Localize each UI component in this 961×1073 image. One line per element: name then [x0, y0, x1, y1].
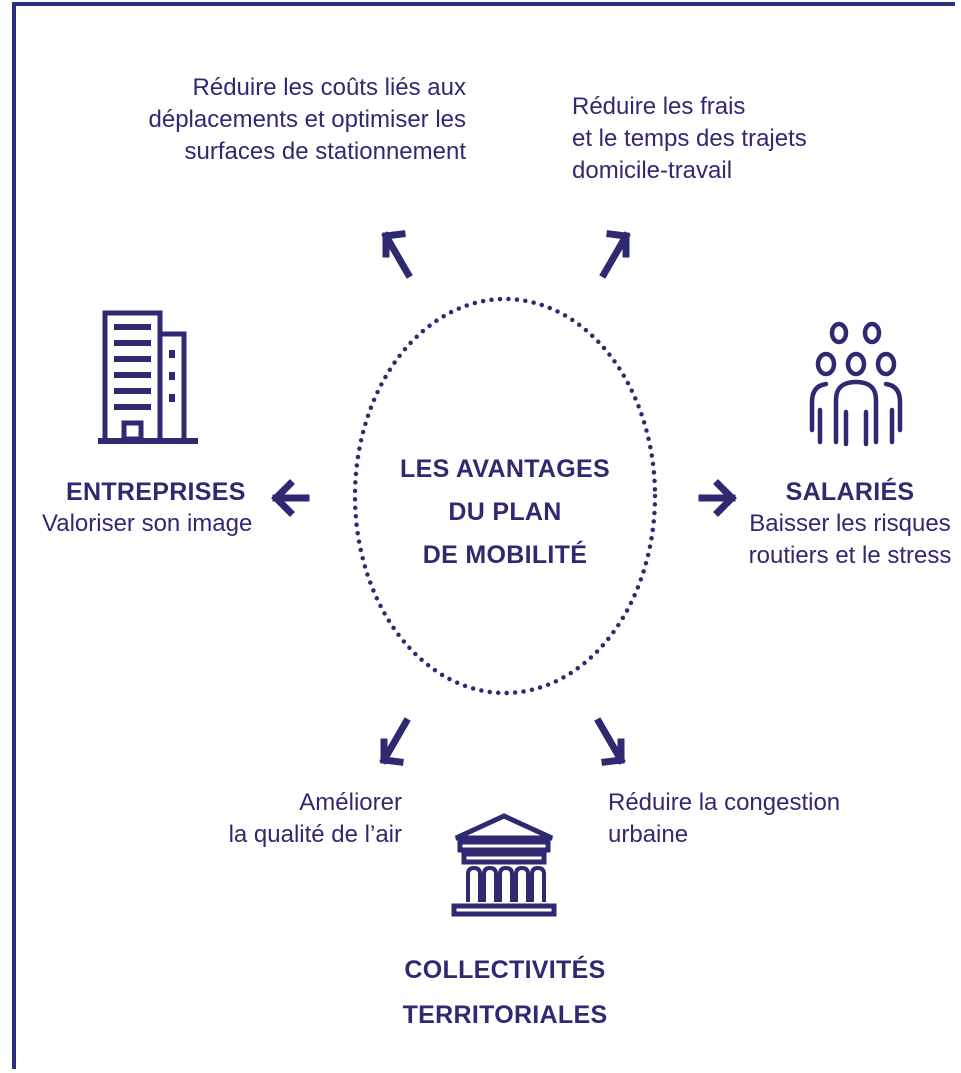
salaries-title: SALARIÉS — [785, 478, 915, 506]
benefit-bottom-left: Améliorer la qualité de l’air — [228, 789, 402, 848]
people-icon — [809, 321, 903, 447]
benefit-top-right: Réduire les frais et le temps des trajet… — [572, 93, 807, 184]
arrow-icon-left — [271, 479, 310, 517]
benefit-top-left: Réduire les coûts liés aux déplacements … — [148, 74, 466, 165]
frame-border — [12, 2, 955, 1069]
arrow-icon-down-right — [594, 717, 626, 766]
entreprises-title: ENTREPRISES — [66, 478, 246, 506]
arrow-icon-down-left — [379, 717, 411, 766]
center-title: LES AVANTAGES DU PLAN DE MOBILITÉ — [400, 455, 610, 569]
government-building-icon — [451, 813, 557, 917]
building-icon — [98, 310, 198, 444]
salaries-block: SALARIÉS Baisser les risques routiers et… — [745, 476, 955, 572]
benefit-bottom-right: Réduire la congestion urbaine — [608, 789, 841, 848]
entreprises-block: ENTREPRISES Valoriser son image — [42, 476, 252, 540]
arrow-icon-up-left — [381, 230, 413, 279]
arrow-icon-right — [698, 479, 737, 517]
collectivites-title: COLLECTIVITÉS TERRITORIALES — [402, 956, 608, 1029]
arrow-icon-up-right — [599, 230, 631, 279]
entreprises-text: Valoriser son image — [42, 510, 253, 537]
